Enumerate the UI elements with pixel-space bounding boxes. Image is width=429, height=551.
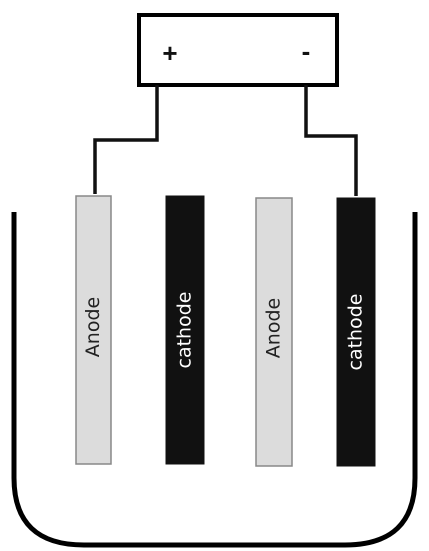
power-supply-box xyxy=(137,13,339,87)
electrode-anode-2: Anode xyxy=(255,197,293,467)
electrode-label: cathode xyxy=(345,294,367,371)
positive-wire xyxy=(93,85,159,194)
electrode-plate xyxy=(255,197,293,467)
electrode-label: Anode xyxy=(263,298,285,358)
container-vessel xyxy=(11,212,418,548)
positive-terminal-sign: + xyxy=(162,38,177,68)
electrode-label: Anode xyxy=(82,297,104,357)
negative-wire xyxy=(304,85,358,196)
electrode-anode-1: Anode xyxy=(75,195,112,465)
electrode-cathode-1: cathode xyxy=(165,195,205,465)
electrode-plate xyxy=(165,195,205,465)
electrode-plate xyxy=(75,195,112,465)
electrode-label: cathode xyxy=(174,292,196,369)
electrode-plate xyxy=(336,197,376,467)
electrode-cathode-2: cathode xyxy=(336,197,376,467)
negative-terminal-sign: - xyxy=(302,36,311,66)
